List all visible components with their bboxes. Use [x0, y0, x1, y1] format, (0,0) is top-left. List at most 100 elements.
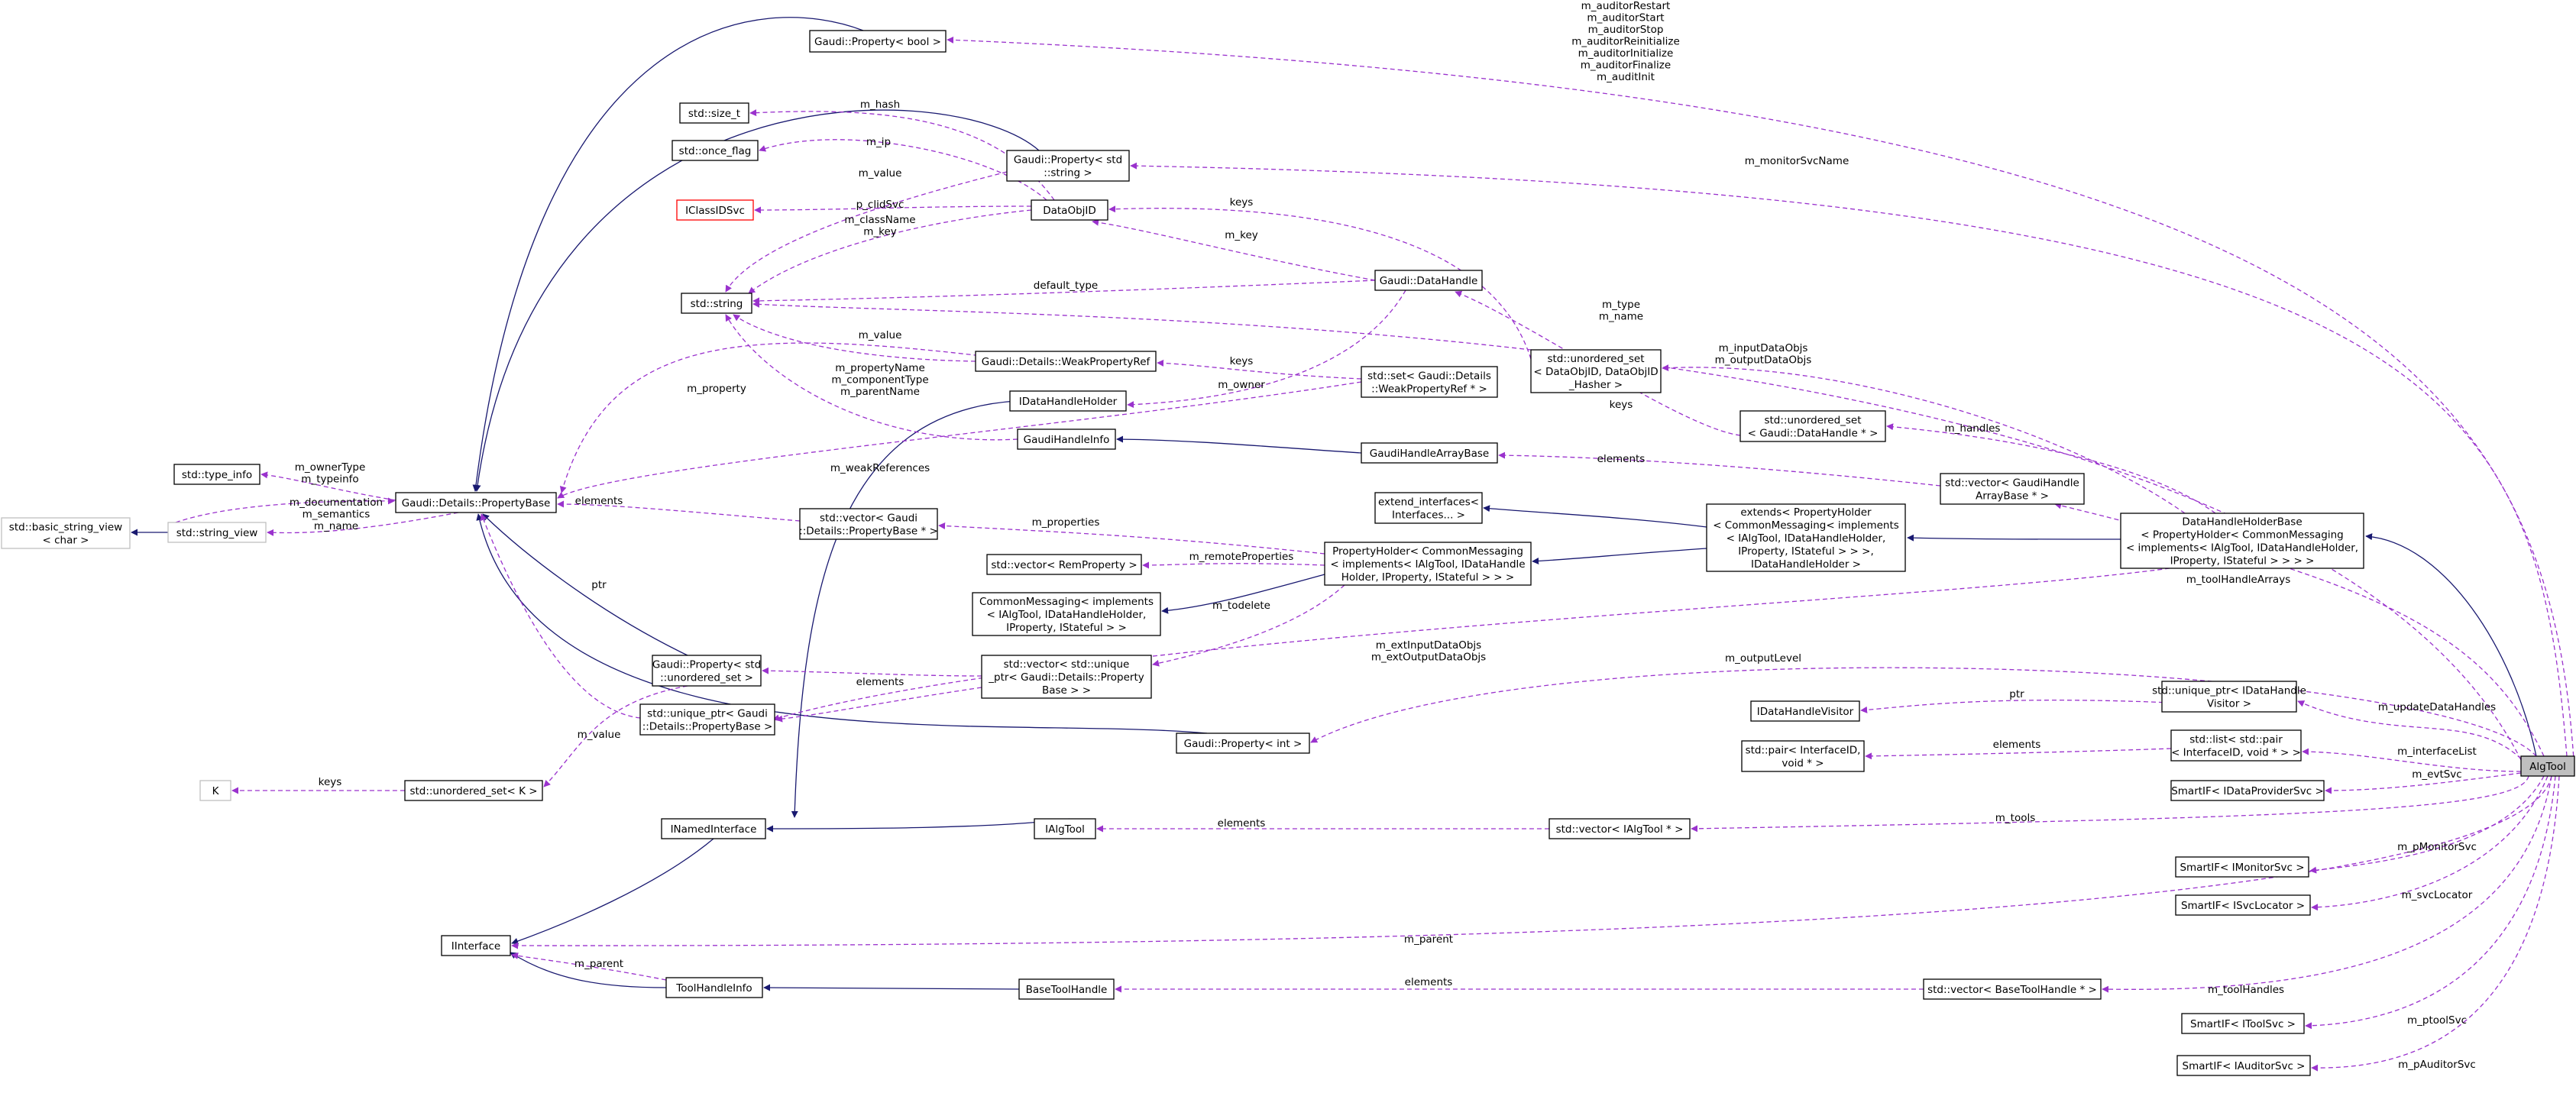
- node-label-line: std::size_t: [688, 108, 740, 120]
- class-node-basetoolhandle[interactable]: BaseToolHandle: [1018, 978, 1115, 1000]
- edge-label-m-toolHandles: m_toolHandles: [2208, 984, 2284, 996]
- node-box: [1176, 732, 1310, 754]
- class-node-smartif-tool[interactable]: SmartIF< IToolSvc >: [2181, 1013, 2305, 1034]
- class-node-iinterface[interactable]: IInterface: [441, 935, 511, 956]
- class-node-ialgtool[interactable]: IAlgTool: [1034, 818, 1096, 839]
- class-node-vec-remprop[interactable]: std::vector< RemProperty >: [986, 554, 1142, 575]
- edge-label-keys-top: keys: [1230, 196, 1254, 209]
- class-node-size-t[interactable]: std::size_t: [679, 102, 749, 124]
- class-node-iclassid[interactable]: IClassIDSvc: [676, 199, 754, 221]
- node-box: [665, 977, 763, 998]
- usage-edge-dhholderbase-uptrpropbase: [772, 568, 2170, 722]
- node-label-line: std::string_view: [176, 527, 258, 539]
- class-node-smartif-monitor[interactable]: SmartIF< IMonitorSvc >: [2175, 856, 2309, 878]
- class-node-weakpropref[interactable]: Gaudi::Details::WeakPropertyRef: [975, 351, 1157, 372]
- node-box: [1549, 818, 1691, 839]
- class-node-propholder[interactable]: PropertyHolder< CommonMessaging< impleme…: [1324, 542, 1532, 586]
- class-node-uptr-visitor[interactable]: std::unique_ptr< IDataHandleVisitor >: [2152, 681, 2306, 713]
- class-node-prop-bool[interactable]: Gaudi::Property< bool >: [809, 30, 947, 53]
- node-box: [661, 818, 766, 839]
- class-node-inamed[interactable]: INamedInterface: [661, 818, 766, 839]
- class-node-vec-ialgtool[interactable]: std::vector< IAlgTool * >: [1549, 818, 1691, 839]
- class-node-propertybase[interactable]: Gaudi::Details::PropertyBase: [395, 492, 557, 513]
- class-node-k[interactable]: K: [199, 780, 231, 801]
- class-node-idatahandleholder[interactable]: IDataHandleHolder: [1009, 390, 1127, 412]
- class-node-uptr-propbase[interactable]: std::unique_ptr< Gaudi::Details::Propert…: [639, 703, 775, 736]
- node-label-line: SmartIF< IDataProviderSvc >: [2171, 785, 2324, 797]
- class-node-prop-uset[interactable]: Gaudi::Property< std::unordered_set >: [652, 655, 762, 687]
- class-node-pair-if[interactable]: std::pair< InterfaceID,void * >: [1741, 740, 1865, 772]
- usage-edge-algtool-smartif-tool: [2305, 775, 2556, 1030]
- class-node-idhvisitor[interactable]: IDataHandleVisitor: [1750, 700, 1860, 722]
- class-node-dhholderbase[interactable]: DataHandleHolderBase< PropertyHolder< Co…: [2120, 513, 2364, 569]
- class-node-std-string[interactable]: std::string: [681, 293, 752, 314]
- node-box: [167, 522, 267, 543]
- class-node-dataobjid[interactable]: DataObjID: [1031, 199, 1108, 221]
- class-node-typeinfo[interactable]: std::type_info: [173, 464, 261, 485]
- edge-label-m-toolHandleArrays: m_toolHandleArrays: [2186, 574, 2290, 586]
- usage-edge-datahandle-idatahandleholder: [1127, 289, 1406, 409]
- node-label-line: INamedInterface: [671, 823, 757, 836]
- node-box: [975, 351, 1157, 372]
- node-label-line: std::pair< InterfaceID,: [1746, 745, 1861, 757]
- node-box: [2176, 1055, 2311, 1076]
- node-label-line: IProperty, IStateful > > >,: [1738, 545, 1874, 558]
- class-node-set-weak[interactable]: std::set< Gaudi::Details::WeakPropertyRe…: [1361, 366, 1498, 398]
- node-box: [1940, 473, 2085, 505]
- class-node-smartif-dataprov[interactable]: SmartIF< IDataProviderSvc >: [2170, 780, 2325, 801]
- class-node-uset-k[interactable]: std::unordered_set< K >: [404, 780, 543, 801]
- node-box: [972, 592, 1161, 636]
- class-node-toolhandleinfo[interactable]: ToolHandleInfo: [665, 977, 763, 998]
- node-label-line: Visitor >: [2207, 698, 2251, 710]
- class-node-datahandle[interactable]: Gaudi::DataHandle: [1374, 270, 1483, 291]
- node-box: [1006, 150, 1130, 182]
- usage-edge-dataobjid-string: [748, 209, 1032, 294]
- class-node-unordered-dh[interactable]: std::unordered_set< Gaudi::DataHandle * …: [1739, 410, 1886, 442]
- node-label-line: std::vector< IAlgTool * >: [1556, 823, 1684, 836]
- node-label-line: < char >: [42, 535, 89, 547]
- class-node-extend-if[interactable]: extend_interfaces<Interfaces... >: [1374, 492, 1483, 524]
- class-node-commonmsg[interactable]: CommonMessaging< implements< IAlgTool, I…: [972, 592, 1161, 636]
- class-node-prop-int[interactable]: Gaudi::Property< int >: [1176, 732, 1310, 754]
- class-node-algtool[interactable]: AlgTool: [2520, 755, 2575, 777]
- node-label-line: Interfaces... >: [1392, 509, 1465, 522]
- class-node-string-view[interactable]: std::string_view: [167, 522, 267, 543]
- class-node-vec-propbase[interactable]: std::vector< Gaudi::Details::PropertyBas…: [799, 508, 938, 540]
- class-node-vec-gaudihandle[interactable]: std::vector< GaudiHandleArrayBase * >: [1940, 473, 2085, 505]
- edge-label-m-monitorSvcName: m_monitorSvcName: [1745, 155, 1849, 167]
- node-label-line: IDataHandleHolder >: [1751, 558, 1861, 571]
- class-node-smartif-svcloc[interactable]: SmartIF< ISvcLocator >: [2175, 894, 2311, 916]
- class-node-vec-basetool[interactable]: std::vector< BaseToolHandle * >: [1923, 978, 2102, 1000]
- class-node-basic-sv[interactable]: std::basic_string_view< char >: [1, 517, 131, 549]
- class-node-gaudihandlearraybase[interactable]: GaudiHandleArrayBase: [1361, 442, 1498, 464]
- class-node-vec-uptr[interactable]: std::vector< std::unique_ptr< Gaudi::Det…: [981, 655, 1152, 699]
- node-box: [679, 102, 749, 124]
- node-label-line: < DataObjID, DataObjID: [1533, 366, 1658, 378]
- usage-edge-algtool-uptrvisitor: [2297, 700, 2537, 777]
- class-node-prop-string[interactable]: Gaudi::Property< std::string >: [1006, 150, 1130, 182]
- inheritance-edge-inamed-iinterface: [511, 838, 714, 945]
- class-node-extends-ph[interactable]: extends< PropertyHolder< CommonMessaging…: [1706, 503, 1906, 572]
- edge-label-in-out: m_outputDataObjs: [1715, 354, 1812, 367]
- node-box: [395, 492, 557, 513]
- node-label-line: < IAlgTool, IDataHandleHolder,: [1727, 532, 1886, 545]
- usage-edge-dhholderbase-unordered-dh: [1886, 423, 2216, 514]
- class-node-smartif-auditor[interactable]: SmartIF< IAuditorSvc >: [2176, 1055, 2311, 1076]
- usage-edge-dataobjid-iclassid: [754, 205, 1032, 214]
- usage-edge-algtool-smartif-svcloc: [2311, 775, 2548, 911]
- edge-label-elements-pair: elements: [1993, 739, 2041, 751]
- edge-label-layer: m_auditorRestartm_auditorStartm_auditorS…: [290, 0, 2496, 1071]
- usage-edge-propholder-vecpropbase: [938, 522, 1325, 555]
- class-node-list-pair[interactable]: std::list< std::pair< InterfaceID, void …: [2170, 729, 2302, 762]
- node-box: [1018, 978, 1115, 1000]
- node-label-line: std::list< std::pair: [2189, 734, 2283, 746]
- class-node-gaudihandleinfo[interactable]: GaudiHandleInfo: [1017, 428, 1116, 450]
- node-box: [2181, 1013, 2305, 1034]
- inheritance-edge-basetoolhandle-toolhandleinfo: [763, 984, 1020, 991]
- class-node-once-flag[interactable]: std::once_flag: [672, 140, 759, 161]
- class-node-unordered-dataobj[interactable]: std::unordered_set< DataObjID, DataObjID…: [1530, 349, 1662, 393]
- edge-label-keys-mid: keys: [1230, 355, 1254, 367]
- edge-label-classname: m_key: [863, 226, 897, 238]
- usage-edge-unordereddataobj-dataobjid: [1108, 205, 1532, 360]
